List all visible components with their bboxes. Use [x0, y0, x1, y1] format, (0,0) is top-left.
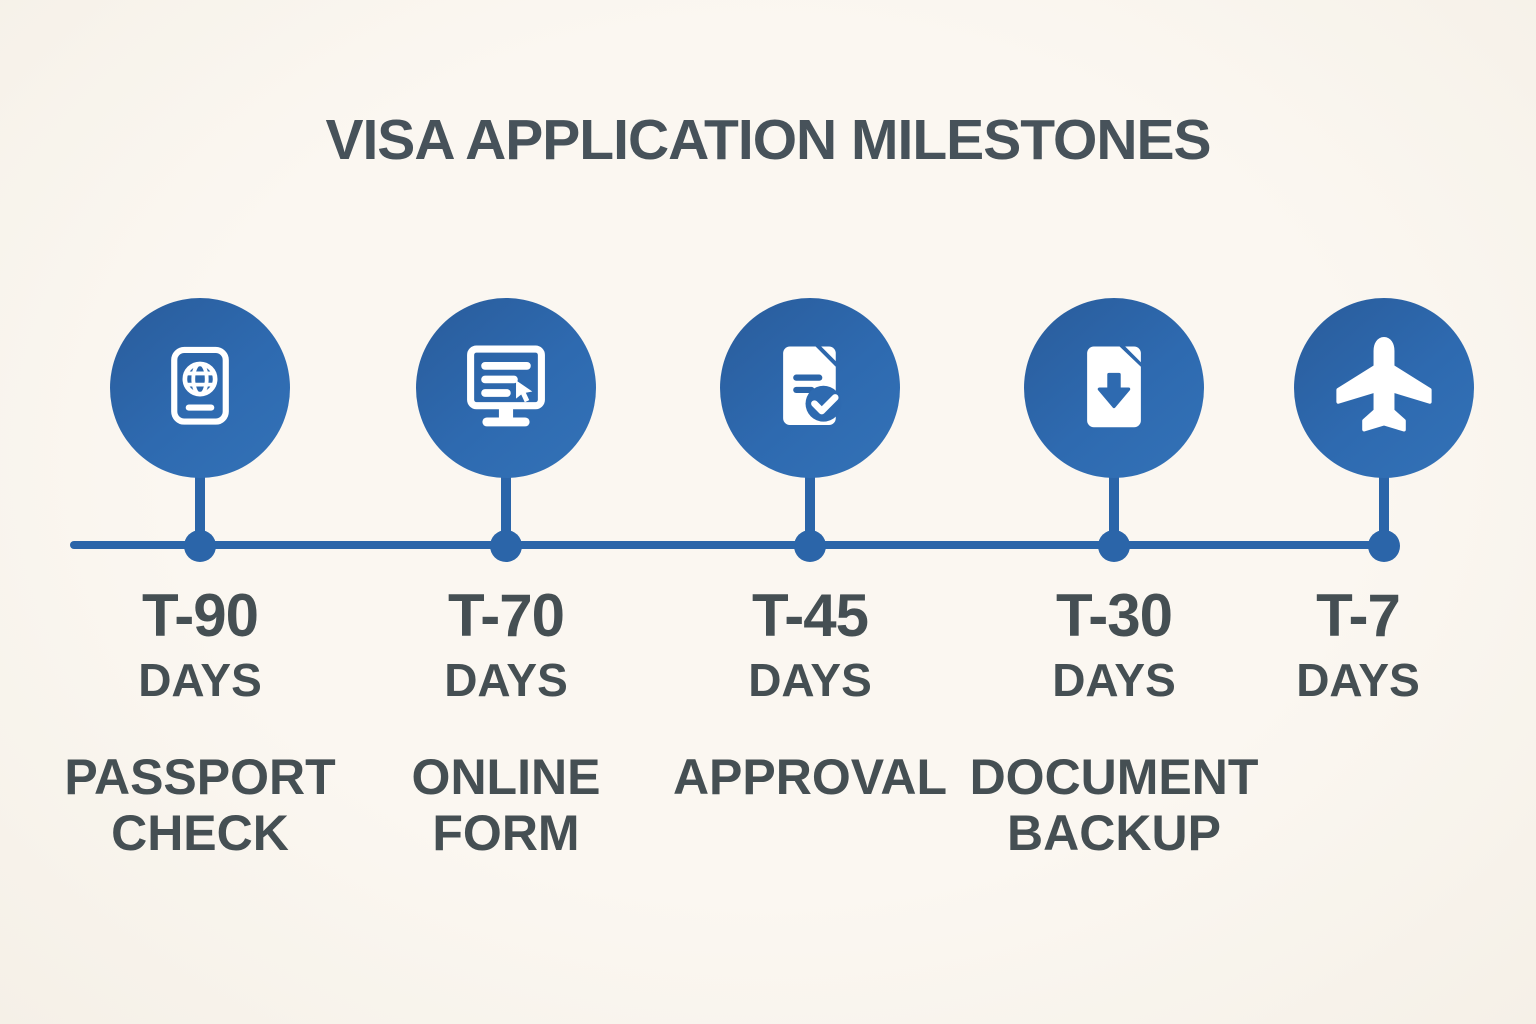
online-form-icon [447, 329, 565, 447]
milestone-unit: DAYS [444, 654, 568, 706]
timeline-dot [794, 530, 826, 562]
milestone-circle [416, 298, 596, 478]
milestone-unit: DAYS [138, 654, 262, 706]
milestone-connector [1109, 466, 1119, 548]
milestone-time: T-90 [141, 582, 259, 649]
milestone-circle [1024, 298, 1204, 478]
milestone-connector [805, 466, 815, 548]
milestone-unit: DAYS [1052, 654, 1176, 706]
milestone-task: APPROVAL [672, 749, 948, 805]
milestone-task: DOCUMENT BACKUP [969, 749, 1259, 861]
milestone-circle [720, 298, 900, 478]
passport-icon [144, 332, 256, 444]
page-title: VISA APPLICATION MILESTONES [325, 108, 1211, 172]
timeline-dot [1368, 530, 1400, 562]
timeline-line [70, 541, 1384, 549]
milestone-circle [1294, 298, 1474, 478]
document-approved-icon [754, 332, 866, 444]
milestone-task: PASSPORT CHECK [64, 749, 336, 861]
timeline-dot [1098, 530, 1130, 562]
milestone-time: T-7 [1316, 582, 1401, 649]
milestone-connector [195, 466, 205, 548]
milestone-task: ONLINE FORM [411, 749, 601, 861]
milestone-labels: T-30 DAYS DOCUMENT BACKUP [954, 582, 1274, 862]
milestone-circle [110, 298, 290, 478]
milestone-unit: DAYS [1296, 654, 1420, 706]
milestone-connector [501, 466, 511, 548]
milestone-labels: T-90 DAYS PASSPORT CHECK [40, 582, 360, 862]
milestone-connector [1379, 466, 1389, 548]
milestone-time: T-30 [1055, 582, 1173, 649]
milestone-time: T-70 [447, 582, 565, 649]
milestone-labels: T-7 DAYS [1198, 586, 1518, 749]
timeline-dot [490, 530, 522, 562]
milestone-labels: T-45 DAYS APPROVAL [650, 582, 970, 806]
document-download-icon [1058, 332, 1170, 444]
milestone-time: T-45 [751, 582, 869, 649]
timeline-dot [184, 530, 216, 562]
milestone-unit: DAYS [748, 654, 872, 706]
airplane-icon [1321, 325, 1447, 451]
milestone-labels: T-70 DAYS ONLINE FORM [346, 582, 666, 862]
